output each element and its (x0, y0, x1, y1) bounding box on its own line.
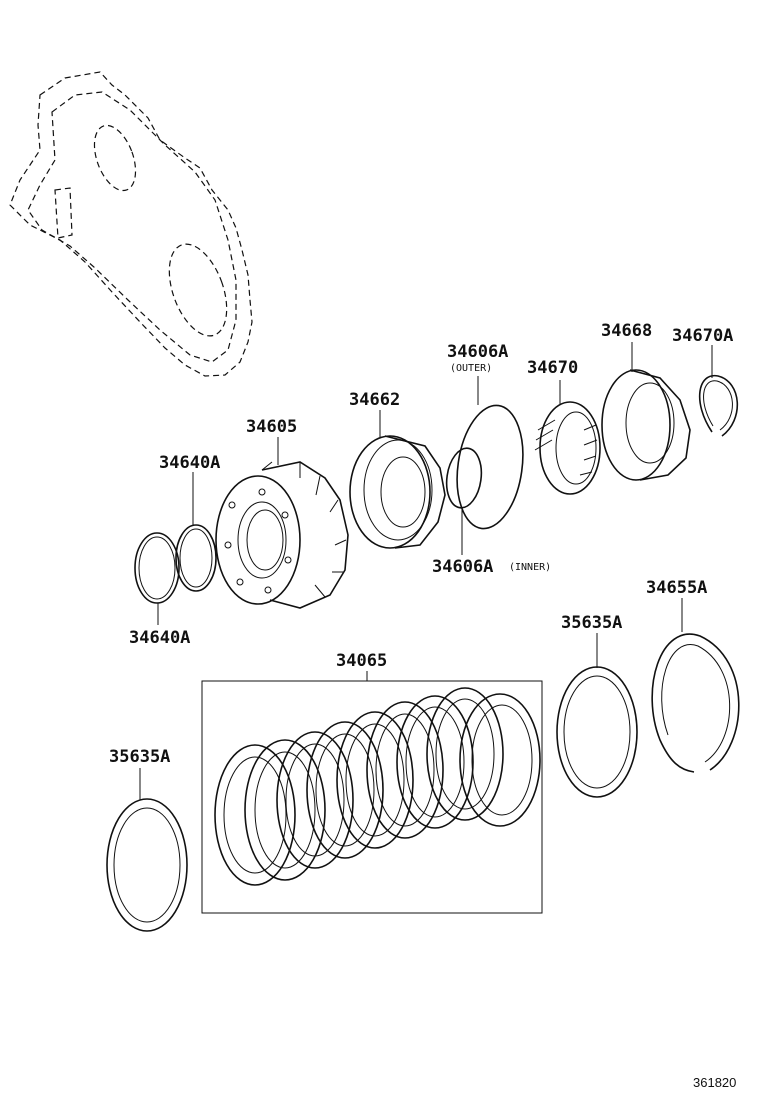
snap-ring-34640a-left (134, 532, 180, 625)
snap-ring-34655a (651, 598, 740, 773)
return-spring-34670 (534, 380, 601, 495)
label-34670: 34670 (527, 358, 578, 378)
pressure-plate-35635a-right (556, 633, 638, 798)
transmission-case-outline (9, 71, 253, 377)
label-inner-note: (INNER) (509, 562, 551, 573)
label-34640a-top: 34640A (159, 453, 220, 473)
snap-ring-34640a-right (175, 472, 217, 592)
label-34670a: 34670A (672, 326, 733, 346)
seal-34606a-inner (445, 447, 483, 555)
label-35635a-left: 35635A (109, 747, 170, 767)
label-34606a-inner: 34606A (432, 557, 493, 577)
drum-34668 (601, 342, 691, 481)
label-34065: 34065 (336, 651, 387, 671)
label-outer-note: (OUTER) (450, 363, 492, 374)
label-34662: 34662 (349, 390, 400, 410)
label-34655a: 34655A (646, 578, 707, 598)
piston-34662 (349, 410, 446, 549)
label-35635a-right: 35635A (561, 613, 622, 633)
label-34606a-outer: 34606A (447, 342, 508, 362)
seal-34606a-outer (456, 376, 524, 530)
clutch-pack-34065 (201, 671, 543, 914)
label-34668: 34668 (601, 321, 652, 341)
pressure-plate-35635a-left (106, 768, 188, 932)
snap-ring-34670a (698, 345, 739, 437)
label-34640a-bottom: 34640A (129, 628, 190, 648)
figure-number: 361820 (693, 1075, 736, 1090)
clutch-hub-34605 (215, 437, 349, 609)
label-34605: 34605 (246, 417, 297, 437)
